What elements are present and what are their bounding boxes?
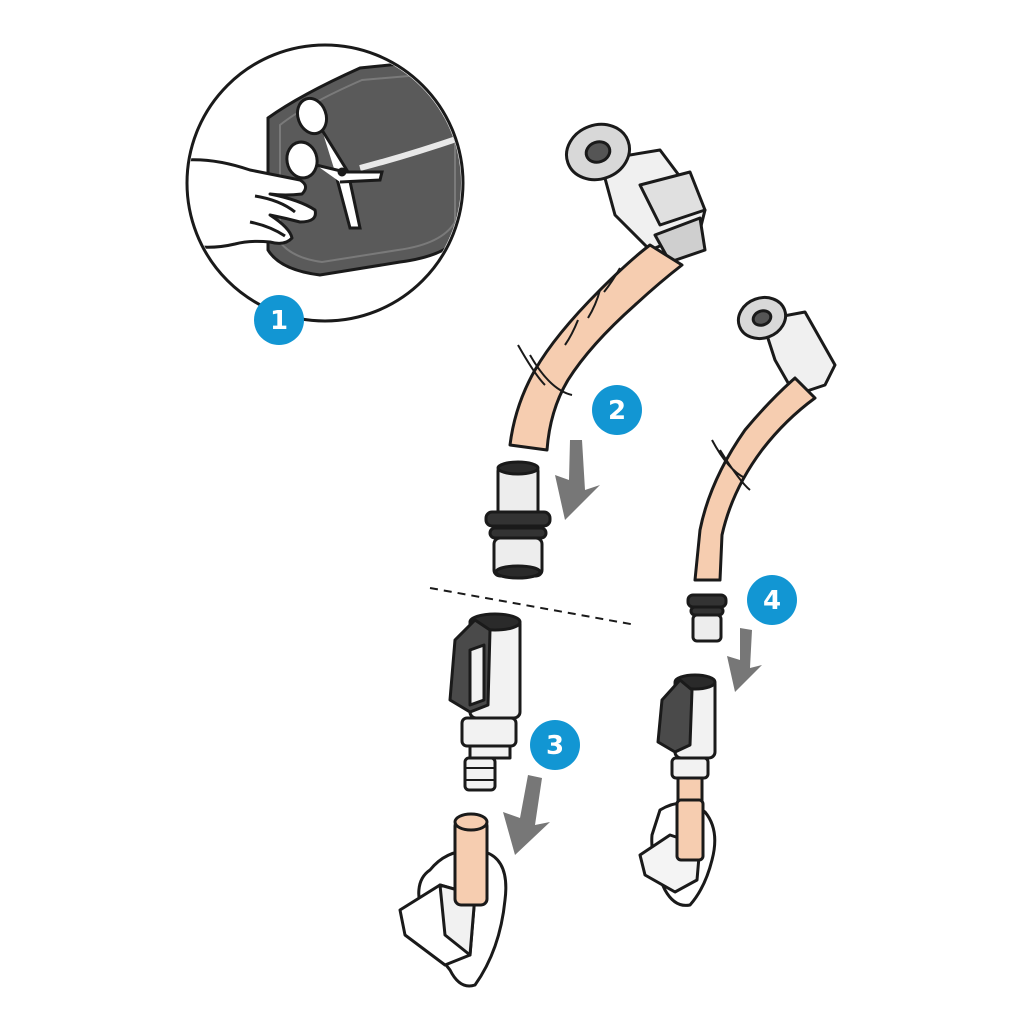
down-arrow-icon [503, 775, 550, 855]
inset-cut-pouch: 1 [185, 43, 465, 345]
quick-disconnect-right [656, 673, 717, 830]
left-tube-assembly [484, 122, 707, 580]
push-connector-left [484, 460, 552, 580]
scissors-icon [285, 96, 384, 230]
step-number-4: 4 [763, 586, 781, 616]
reservoir-port-right [638, 798, 717, 907]
step-badge-2: 2 [592, 385, 642, 435]
top-valve-left [565, 122, 707, 264]
right-tube-assembly [638, 295, 837, 907]
push-connector-right [686, 593, 728, 643]
step-number-3: 3 [546, 731, 564, 761]
quick-disconnect-left [448, 612, 522, 792]
step-badge-4: 4 [747, 575, 797, 625]
step-badge-3: 3 [530, 720, 580, 770]
reservoir-port-left [398, 812, 508, 988]
down-arrow-icon [555, 440, 600, 520]
top-valve-right [736, 295, 837, 397]
tube-right [693, 376, 817, 582]
step-badge-1: 1 [254, 295, 304, 345]
dashed-divider [429, 587, 637, 626]
step-number-2: 2 [608, 396, 626, 426]
down-arrow-icon [727, 628, 762, 692]
hand-icon [189, 158, 317, 249]
step-number-1: 1 [270, 306, 288, 336]
